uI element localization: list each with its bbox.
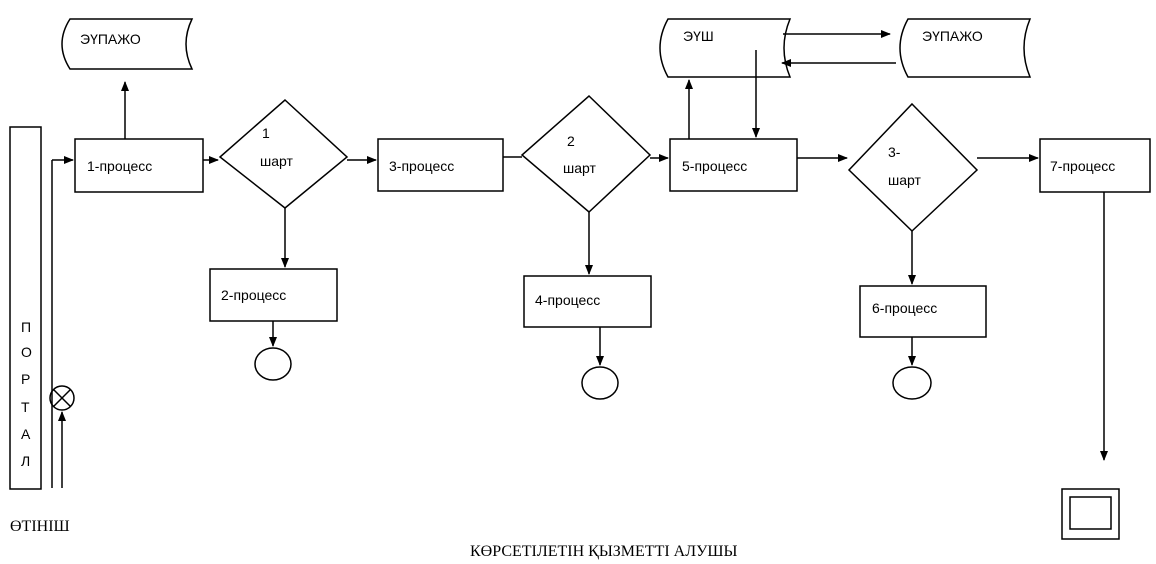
service-recipient-caption: КӨРСЕТІЛЕТІН ҚЫЗМЕТТІ АЛУШЫ [470, 543, 738, 560]
process-label-5: 5-процесс [682, 158, 747, 174]
storage-eupazho-left [61, 18, 194, 70]
condition-3-number: 3- [888, 144, 901, 160]
portal-letter: Т [21, 399, 30, 415]
application-caption: ӨТІНІШ [10, 518, 70, 535]
monitor-icon [1061, 488, 1120, 540]
condition-2-number: 2 [567, 133, 575, 149]
portal-letter: Р [21, 371, 30, 387]
process-label-7: 7-процесс [1050, 158, 1115, 174]
process-box-1 [74, 138, 204, 193]
process-box-7 [1039, 138, 1151, 193]
storage-eush [659, 18, 792, 78]
portal-box [9, 126, 42, 490]
end-oval-2 [581, 366, 619, 400]
process-label-1: 1-процесс [87, 158, 152, 174]
end-oval-3 [892, 366, 932, 400]
merge-circle [49, 385, 75, 411]
process-label-3: 3-процесс [389, 158, 454, 174]
process-box-4 [523, 275, 652, 328]
decision-diamond-2 [520, 94, 652, 214]
portal-letter: П [21, 319, 31, 335]
process-label-4: 4-процесс [535, 292, 600, 308]
process-box-6 [859, 285, 987, 338]
condition-1-number: 1 [262, 125, 270, 141]
decision-diamond-3 [847, 102, 979, 233]
process-label-2: 2-процесс [221, 287, 286, 303]
end-oval-1 [254, 347, 292, 381]
process-label-6: 6-процесс [872, 300, 937, 316]
portal-letter: О [21, 344, 32, 360]
portal-letter: Л [21, 453, 30, 469]
process-box-3 [377, 138, 504, 192]
condition-3-label: шарт [888, 172, 921, 188]
condition-1-label: шарт [260, 153, 293, 169]
storage-label-eupazho-right: ЭҮПАЖО [922, 28, 983, 44]
process-box-5 [669, 138, 798, 192]
storage-eupazho-right [899, 18, 1032, 78]
condition-2-label: шарт [563, 160, 596, 176]
storage-label-eush: ЭҮШ [683, 28, 714, 44]
storage-label-eupazho-left: ЭҮПАЖО [80, 31, 141, 47]
portal-letter: А [21, 426, 31, 442]
